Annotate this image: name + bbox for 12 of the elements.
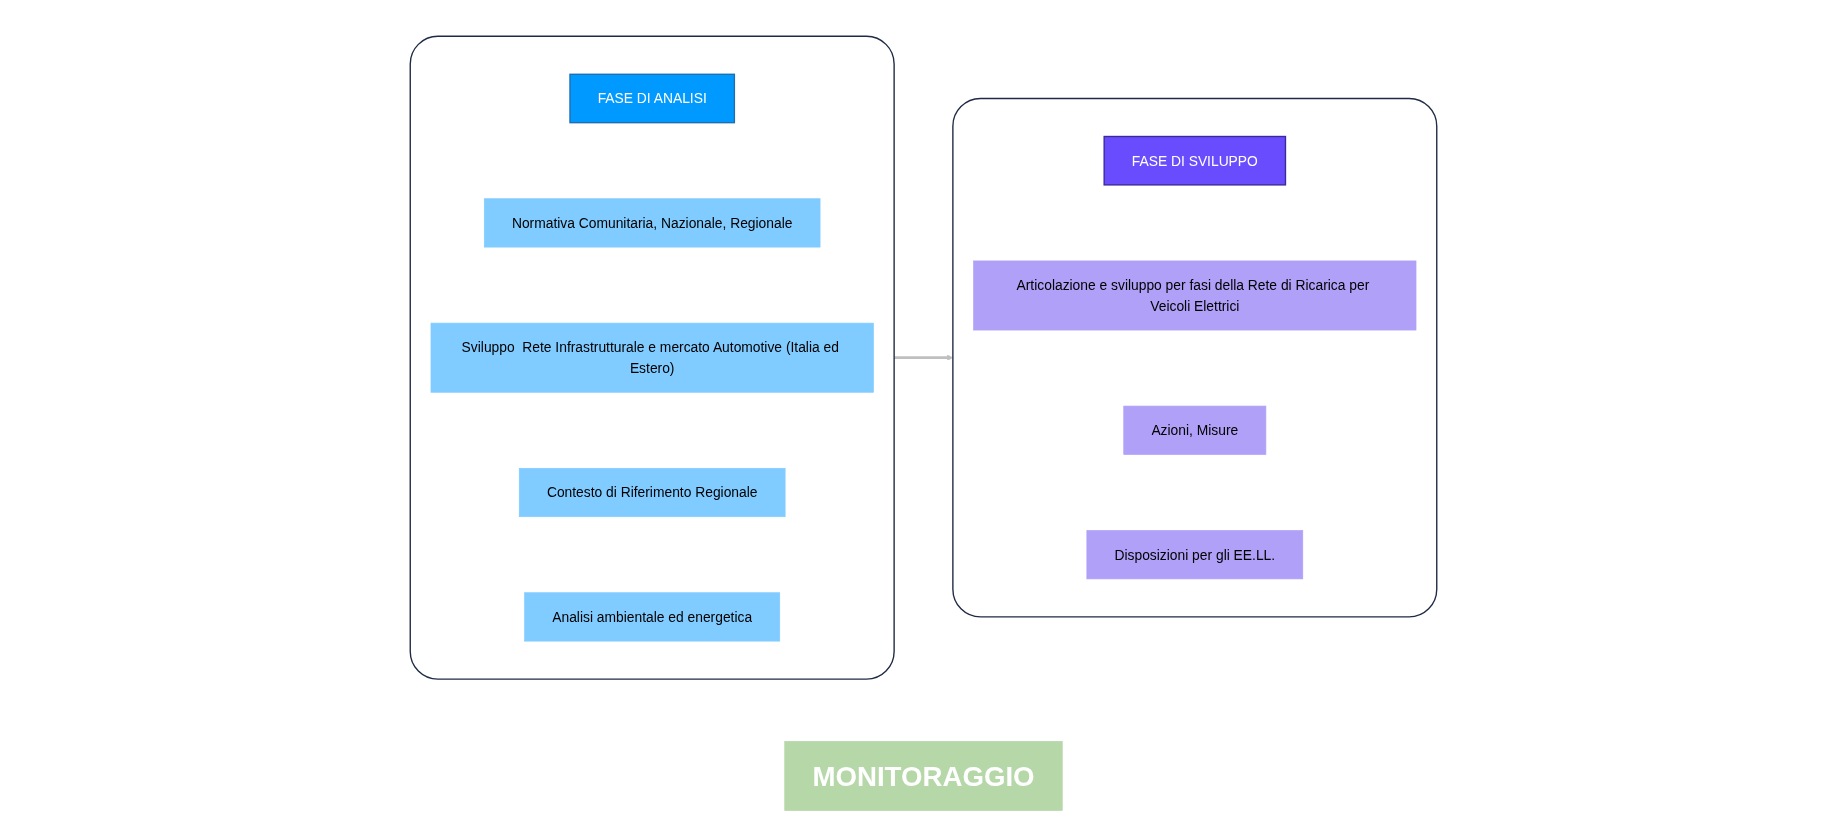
cluster xyxy=(952,97,1438,618)
node-box: Contesto di Riferimento Regionale xyxy=(518,467,786,518)
node-box: Disposizioni per gli EE.LL. xyxy=(1086,530,1304,580)
node-box: FASE DI ANALISI xyxy=(569,73,736,124)
cluster xyxy=(409,35,895,680)
node-box: Sviluppo Rete Infrastrutturale e mercato Automotive (Italia ed Estero) xyxy=(430,322,874,393)
node-box: Articolazione e sviluppo per fasi della Rete di Ricarica per Veicoli Elettrici xyxy=(973,260,1417,331)
node-box: Normativa Comunitaria, Nazionale, Regionale xyxy=(483,198,821,248)
node-box: Azioni, Misure xyxy=(1123,405,1267,455)
node-box: MONITORAGGIO xyxy=(784,741,1063,811)
node-box: FASE DI SVILUPPO xyxy=(1103,135,1287,186)
node-box: Analisi ambientale ed energetica xyxy=(524,592,781,642)
